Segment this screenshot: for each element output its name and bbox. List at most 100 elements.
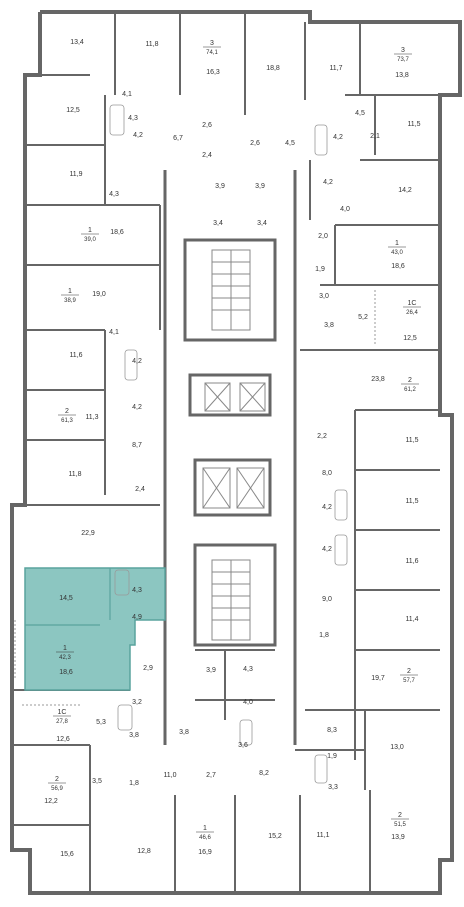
room-area-label: 4,2 [133,132,143,139]
apartment-rooms: 1 [68,288,72,295]
room-area-label: 3,5 [92,778,102,785]
room-area-label: 11,5 [405,498,418,505]
room-area-label: 4,3 [128,115,138,122]
apartment-total-area: 42,3 [59,655,71,661]
room-area-label: 2,6 [202,122,212,129]
apartment-marker[interactable]: 138,9 [61,288,79,304]
apartment-marker[interactable]: 256,9 [48,776,66,792]
room-area-label: 12,5 [403,335,417,342]
apartment-total-area: 56,9 [51,786,63,792]
apartment-total-area: 57,7 [403,678,415,684]
room-area-label: 2,4 [135,486,145,493]
room-area-label: 13,4 [70,39,84,46]
apartment-total-area: 61,2 [404,387,416,393]
apartment-marker[interactable]: 261,2 [401,377,419,393]
room-area-label: 1,9 [327,753,337,760]
apartment-total-area: 39,0 [84,237,96,243]
room-area-label: 3,4 [213,220,223,227]
room-area-label: 4,2 [322,504,332,511]
room-area-label: 12,6 [56,736,70,743]
apartment-marker[interactable]: 1С 27,8 [53,709,71,725]
room-area-label: 4,5 [355,110,365,117]
apartment-total-area: 74,1 [206,50,218,56]
room-area-label: 4,9 [132,614,142,621]
room-area-label: 16,3 [206,69,220,76]
room-area-label: 11,4 [405,616,418,623]
corridor-walls [163,170,297,745]
room-area-label: 2,7 [206,772,216,779]
room-area-label: 11,6 [69,352,82,359]
room-area-label: 12,2 [44,798,58,805]
room-area-label: 4,2 [333,134,343,141]
apartment-rooms: 2 [407,668,411,675]
room-area-label: 12,5 [66,107,80,114]
room-area-label: 5,2 [358,314,368,321]
apartment-marker[interactable]: 139,0 [81,227,99,243]
apartment-rooms: 1 [63,645,67,652]
apartment-marker[interactable]: 142,3 [56,645,74,661]
room-area-label: 3,0 [319,293,329,300]
apartment-rooms: 2 [408,377,412,384]
room-area-label: 11,5 [405,437,418,444]
apartment-total-area: 26,4 [406,310,418,316]
room-area-label: 11,8 [68,471,81,478]
apartment-rooms: 3 [210,40,214,47]
room-area-label: 11,3 [85,414,98,421]
room-area-label: 18,6 [59,669,73,676]
room-area-label: 3,8 [179,729,189,736]
stair-upper [211,249,251,331]
room-area-label: 15,2 [268,833,282,840]
room-area-label: 3,3 [328,784,338,791]
room-area-label: 1,8 [319,632,329,639]
room-area-label: 8,3 [327,727,337,734]
apartment-rooms: 1С [58,709,67,716]
room-area-label: 18,6 [110,229,124,236]
room-area-label: 1,8 [129,780,139,787]
room-area-label: 18,6 [391,263,405,270]
room-area-label: 2,6 [250,140,260,147]
room-area-label: 4,3 [243,666,253,673]
room-area-label: 1,9 [315,266,325,273]
room-area-label: 2,2 [317,433,327,440]
room-area-label: 4,2 [323,179,333,186]
apartment-total-area: 38,9 [64,298,76,304]
room-area-label: 3,9 [206,667,216,674]
apartment-marker[interactable]: 373,7 [394,47,412,63]
apartment-marker[interactable]: 251,5 [391,812,409,828]
room-area-label: 13,0 [390,744,404,751]
apartment-total-area: 27,8 [56,719,68,725]
apartment-marker[interactable]: 257,7 [400,668,418,684]
room-area-label: 3,9 [215,183,225,190]
room-area-label: 4,2 [132,404,142,411]
apartment-marker[interactable]: 143,0 [388,240,406,256]
apartment-total-area: 73,7 [397,57,409,63]
apartment-marker[interactable]: 146,6 [196,825,214,841]
apartment-rooms: 2 [65,408,69,415]
room-area-label: 2,0 [318,233,328,240]
room-area-label: 19,7 [371,675,385,682]
room-area-label: 4,2 [322,546,332,553]
bathroom-fixtures [109,104,348,784]
room-area-label: 3,2 [132,699,142,706]
apartment-marker[interactable]: 374,1 [203,40,221,56]
room-area-label: 8,0 [322,470,332,477]
room-area-label: 3,8 [129,732,139,739]
room-area-label: 14,2 [398,187,412,194]
room-area-label: 13,9 [391,834,405,841]
highlighted-apartment[interactable] [24,567,166,691]
room-area-label: 11,6 [405,558,418,565]
room-area-label: 5,3 [96,719,106,726]
apartment-rooms: 2 [55,776,59,783]
room-area-label: 6,7 [173,135,183,142]
room-area-label: 4,3 [109,191,119,198]
apartment-marker[interactable]: 261,3 [58,408,76,424]
room-area-label: 2,1 [370,133,380,140]
room-area-label: 8,7 [132,442,142,449]
room-area-label: 14,5 [59,595,73,602]
room-area-label: 4,0 [340,206,350,213]
apartment-rooms: 2 [398,812,402,819]
